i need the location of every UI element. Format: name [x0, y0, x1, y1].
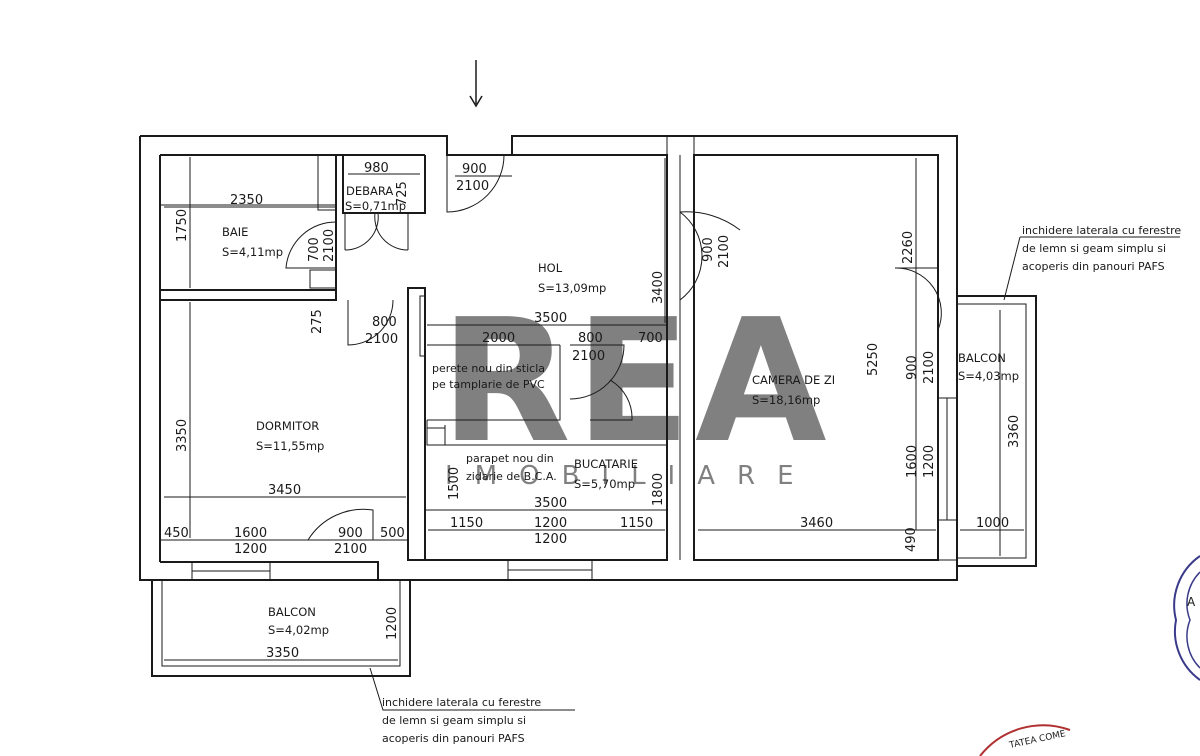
dim-1150-l: 1150 — [450, 516, 483, 531]
dim-1200-k: 1200 — [534, 516, 567, 531]
dim-1150-r: 1150 — [620, 516, 653, 531]
dim-1200-d: 1200 — [234, 542, 267, 557]
room-bucatarie-name: BUCATARIE — [574, 457, 638, 471]
dim-3500-hol: 3500 — [534, 311, 567, 326]
dimension-lines — [164, 157, 1024, 666]
dim-3350-dorm: 3350 — [175, 419, 190, 452]
note-right-line-1: inchidere laterala cu ferestre — [1022, 224, 1181, 237]
stamp-text: TATEA COME — [1008, 729, 1067, 751]
room-balcon-right-area: S=4,03mp — [958, 369, 1019, 383]
dim-2260: 2260 — [901, 231, 916, 264]
dim-2100-k: 2100 — [572, 349, 605, 364]
dim-1600-cz: 1600 — [905, 445, 920, 478]
dim-3450: 3450 — [268, 483, 301, 498]
note-bottom-line-3: acoperis din panouri PAFS — [382, 732, 525, 745]
room-labels: BAIE S=4,11mp DEBARA S=0,71mp HOL S=13,0… — [222, 184, 1019, 637]
note-bottom-line-1: inchidere laterala cu ferestre — [382, 696, 541, 709]
dim-1600-d: 1600 — [234, 526, 267, 541]
dim-2000: 2000 — [482, 331, 515, 346]
dimension-texts: 980 725 900 2100 2350 1750 700 2100 275 … — [164, 161, 1022, 661]
room-debara-name: DEBARA — [346, 184, 393, 198]
dim-1200-cz: 1200 — [922, 445, 937, 478]
note-glass-wall-line-2: pe tamplarie de PVC — [432, 378, 545, 391]
stamp: A TATEA COME — [979, 555, 1200, 756]
dim-1200-bal: 1200 — [385, 607, 400, 640]
dim-1750: 1750 — [175, 209, 190, 242]
stamp-letter: A — [1187, 595, 1196, 609]
doors — [285, 154, 942, 541]
leader-lines — [369, 236, 1180, 711]
room-balcon-right-name: BALCON — [958, 351, 1006, 365]
dim-1800: 1800 — [651, 473, 666, 506]
dim-275: 275 — [310, 309, 325, 334]
note-parapet-line-2: zidarie de B.C.A. — [466, 470, 557, 483]
dim-980: 980 — [364, 161, 389, 176]
notes: inchidere laterala cu ferestre de lemn s… — [382, 224, 1181, 745]
windows — [191, 269, 958, 581]
dim-3460: 3460 — [800, 516, 833, 531]
watermark-logo: REA — [440, 283, 831, 481]
room-debara-area: S=0,71mp — [345, 199, 406, 213]
room-hol-area: S=13,09mp — [538, 281, 606, 295]
note-glass-wall-line-1: perete nou din sticla — [432, 362, 545, 375]
room-bucatarie-area: S=5,70mp — [574, 477, 635, 491]
dim-3350-bal: 3350 — [266, 646, 299, 661]
note-right-line-2: de lemn si geam simplu si — [1022, 242, 1166, 255]
room-dormitor-name: DORMITOR — [256, 419, 319, 433]
dim-700-b: 700 — [638, 331, 663, 346]
note-parapet-line-1: parapet nou din — [466, 452, 554, 465]
dim-5250: 5250 — [866, 343, 881, 376]
dim-3400: 3400 — [651, 271, 666, 304]
dim-1000: 1000 — [976, 516, 1009, 531]
watermark-tagline: IMOBILIARE — [445, 461, 816, 491]
dim-490: 490 — [904, 527, 919, 552]
dim-2100-entry: 2100 — [456, 179, 489, 194]
dim-2100-baie: 2100 — [322, 229, 337, 262]
dim-2350: 2350 — [230, 193, 263, 208]
balcony-right — [957, 295, 1037, 567]
room-balcon-bottom-area: S=4,02mp — [268, 623, 329, 637]
dim-900-d: 900 — [338, 526, 363, 541]
outer-walls — [139, 135, 958, 581]
dim-700: 700 — [307, 237, 322, 262]
watermark: REA IMOBILIARE — [440, 283, 831, 491]
dim-1200-k2: 1200 — [534, 532, 567, 547]
dim-2100-bal: 2100 — [922, 351, 937, 384]
dim-900-cz: 900 — [701, 237, 716, 262]
room-baie-name: BAIE — [222, 225, 248, 239]
room-balcon-bottom-name: BALCON — [268, 605, 316, 619]
room-camera-name: CAMERA DE ZI — [752, 373, 835, 387]
dim-2100-d: 2100 — [334, 542, 367, 557]
dim-800-b: 800 — [578, 331, 603, 346]
note-right-line-3: acoperis din panouri PAFS — [1022, 260, 1165, 273]
dim-3500-k: 3500 — [534, 496, 567, 511]
dim-450: 450 — [164, 526, 189, 541]
dim-725: 725 — [395, 181, 410, 206]
dim-900-entry: 900 — [462, 162, 487, 177]
entrance-arrow-icon — [469, 60, 483, 108]
room-camera-area: S=18,16mp — [752, 393, 820, 407]
dim-900-bal: 900 — [905, 355, 920, 380]
room-hol-name: HOL — [538, 261, 563, 275]
dim-2100-cz: 2100 — [717, 235, 732, 268]
room-baie-area: S=4,11mp — [222, 245, 283, 259]
dim-1500: 1500 — [447, 467, 462, 500]
room-dormitor-area: S=11,55mp — [256, 439, 324, 453]
dim-800: 800 — [372, 315, 397, 330]
dim-500: 500 — [380, 526, 405, 541]
dim-2100-dorm: 2100 — [365, 332, 398, 347]
dim-3360: 3360 — [1007, 415, 1022, 448]
note-bottom-line-2: de lemn si geam simplu si — [382, 714, 526, 727]
